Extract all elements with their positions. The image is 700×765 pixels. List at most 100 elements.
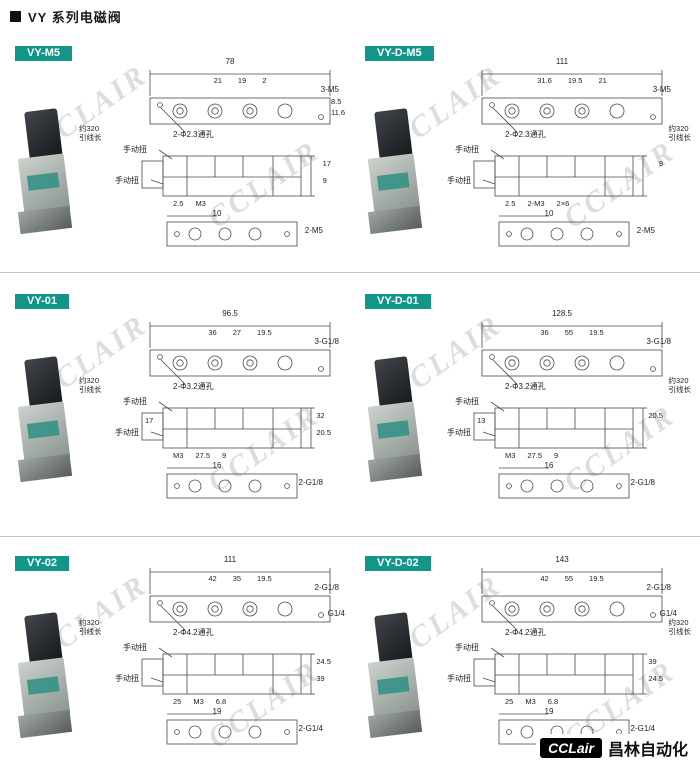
manual-override-label: 手动扭 [455,643,479,652]
dim-overall-width: 111 [223,555,237,564]
dim-bottom-width: 16 [212,461,222,470]
dim-value: 2.5 [505,199,516,208]
section-vy-m5: VY-M5 约320 引线长 78 21 19 2 3-M5 8.5 11.6 … [5,38,350,270]
bottom-port-label: 2-M5 [636,226,655,235]
bottom-port-label: 2-M5 [304,226,323,235]
dim-value: 55 [564,328,574,337]
section-vy-d-m5: VY-D-M5 约320 引线长 111 31.6 19.5 21 3-M5 2… [355,38,695,270]
manual-override-label: 手动扭 [447,176,471,185]
dim-value: 2 [262,76,267,85]
dim-value: 6.8 [215,697,227,706]
manual-override-label: 手动扭 [123,643,147,652]
model-badge: VY-02 [15,556,69,571]
dim-value: 39 [648,657,657,666]
model-badge: VY-D-02 [365,556,431,571]
manual-override-label: 手动扭 [115,674,139,683]
manual-override-label: 手动扭 [447,674,471,683]
dim-value: 17 [322,159,331,168]
dim-overall-width: 111 [555,57,569,66]
dimension-drawing: 143 42 55 19.5 2-G1/8 2-Φ4.2通孔 G1/4 手动扭 … [447,555,677,762]
valve-sticker [26,420,60,439]
dim-bottom-width: 19 [544,707,554,716]
dim-side-column: 9 [658,159,663,177]
lead-wire-length: 约320 [668,124,689,133]
dim-value: 19 [237,76,247,85]
bottom-port-label: 2-G1/8 [298,478,323,487]
dim-bottom-width: 10 [544,209,554,218]
manual-override-label: 手动扭 [115,176,139,185]
through-hole-label: 2-Φ2.3通孔 [505,130,546,139]
dim-under-row: 25 M3 6.8 [173,697,227,706]
page-header: VY 系列电磁阀 [10,7,122,26]
header-bullet-square [10,11,21,22]
brand-logo-text: CCLair [540,738,602,758]
dim-right-column: 8.5 11.6 [330,97,345,118]
bottom-port-label: 2-G1/8 [630,478,655,487]
lead-wire-text: 引线长 [668,627,692,636]
dim-value: 19.5 [589,328,604,337]
port-size-label: G1/4 [659,609,677,618]
port-size-label: G1/4 [327,609,345,618]
dim-side-column: 17 9 [322,159,331,186]
lead-wire-note: 约320 引线长 [79,376,102,394]
dim-under-row: 2.5 2-M3 2×6 [505,199,569,208]
lead-wire-text: 引线长 [79,133,102,142]
dim-value: 36 [540,328,549,337]
dim-side-column: 39 24.5 [648,657,663,684]
thread-spec-label: 2-G1/8 [646,583,671,592]
dim-value: 8.5 [330,97,342,106]
dim-value: M3 [173,451,184,460]
dim-value: 11.6 [330,108,345,118]
bottom-port-label: 2-G1/4 [630,724,655,733]
lead-wire-text: 引线长 [79,627,102,636]
lead-wire-text: 引线长 [79,385,102,394]
dim-value: 35 [232,574,242,583]
dim-value: 21 [213,76,222,85]
product-photo [367,612,427,742]
dim-value: 9 [322,176,327,186]
dim-top-row: 31.6 19.5 21 [482,76,662,85]
dim-value: 27.5 [527,451,543,460]
lead-wire-note: 约320 引线长 [79,124,102,142]
dim-value: M3 [195,199,206,208]
dim-under-row: 25 M3 6.8 [505,697,559,706]
model-badge: VY-D-01 [365,294,431,309]
dim-value: 24.5 [648,674,663,684]
dim-value: 6.8 [547,697,559,706]
dim-value: 27 [232,328,242,337]
dim-overall-width: 128.5 [551,309,573,318]
dim-value: 20.5 [316,428,331,438]
dim-top-row: 21 19 2 [150,76,330,85]
company-name: 昌林自动化 [607,742,688,759]
lead-wire-length: 约320 [668,376,689,385]
dim-value: 25 [173,697,182,706]
dim-top-row: 36 55 19.5 [482,328,662,337]
manual-override-label: 手动扭 [455,145,479,154]
manual-override-label: 手动扭 [115,428,139,437]
valve-body [367,401,421,463]
product-photo [17,612,77,742]
dim-value: M3 [505,451,516,460]
lead-wire-length: 约320 [668,618,689,627]
valve-body [17,401,71,463]
through-hole-label: 2-Φ4.2通孔 [505,628,546,637]
dim-value: 25 [505,697,514,706]
dim-side-column: 32 20.5 [316,411,331,438]
dim-value: 55 [564,574,574,583]
dim-value: 19.5 [589,574,604,583]
lead-wire-text: 引线长 [668,133,692,142]
company-logo: CCLair 昌林自动化 [536,734,692,762]
valve-sticker [376,676,410,695]
row-divider [0,536,700,537]
dim-value: 19.5 [257,328,272,337]
section-vy-02: VY-02 约320 引线长 111 42 35 19.5 2-G1/8 2-Φ… [5,548,350,763]
section-vy-d-02: VY-D-02 约320 引线长 143 42 55 19.5 2-G1/8 2… [355,548,695,763]
through-hole-label: 2-Φ4.2通孔 [173,628,214,637]
thread-spec-label: 3-M5 [652,85,671,94]
through-hole-label: 2-Φ3.2通孔 [173,382,214,391]
dim-value: 9 [658,159,663,168]
dim-value: 32 [316,411,325,420]
dimension-drawing: 111 42 35 19.5 2-G1/8 2-Φ4.2通孔 G1/4 手动扭 … [115,555,345,762]
manual-override-label: 手动扭 [123,145,147,154]
product-photo [367,108,427,238]
